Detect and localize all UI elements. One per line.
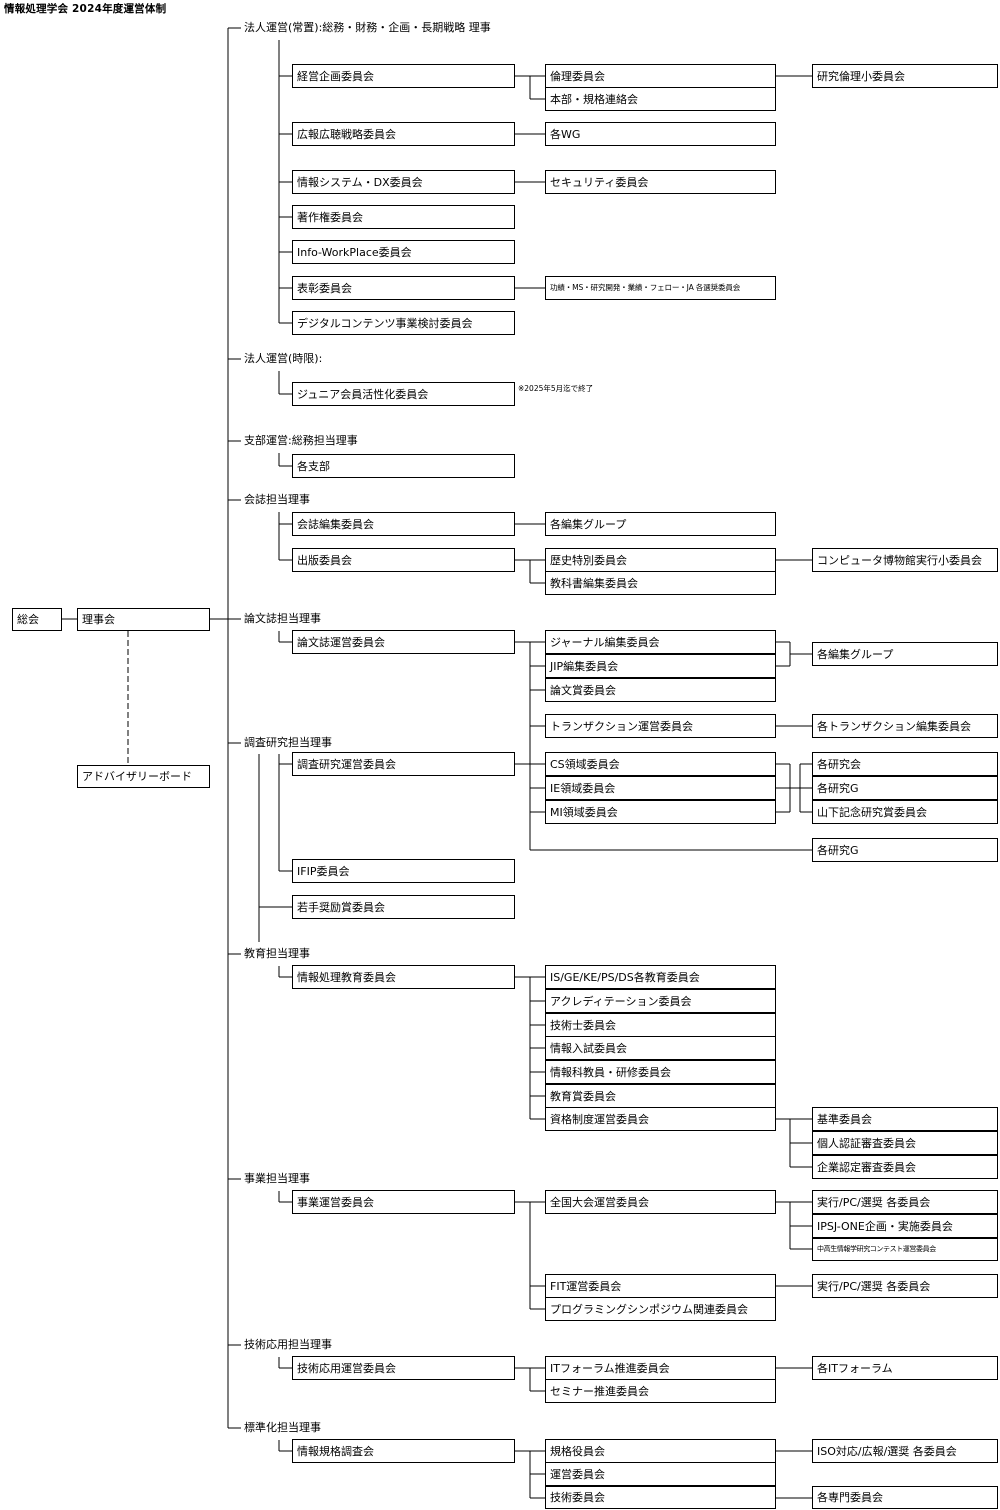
node-gijutsu-unei: 技術応用運営委員会 [292,1356,515,1380]
node-unei-iin: 運営委員会 [545,1462,776,1486]
node-it-forum: ITフォーラム推進委員会 [545,1356,776,1380]
node-koho: 広報広聴戦略委員会 [292,122,515,146]
section-tech-application: 技術応用担当理事 [244,1338,332,1351]
node-programming: プログラミングシンポジウム関連委員会 [545,1297,776,1321]
node-fit: FIT運営委員会 [545,1274,776,1298]
node-ipsj-one: IPSJ-ONE企画・実施委員会 [812,1214,998,1238]
node-kenkyu-rinri: 研究倫理小委員会 [812,64,998,88]
node-advisory-board: アドバイザリーボード [77,765,210,788]
node-zenkoku: 全国大会運営委員会 [545,1190,776,1214]
node-infosys: 情報システム・DX委員会 [292,170,515,194]
node-kijun: 基準委員会 [812,1107,998,1131]
section-education: 教育担当理事 [244,947,310,960]
node-yamashita: 山下記念研究賞委員会 [812,800,998,824]
node-wg: 各WG [545,122,776,146]
section-business: 事業担当理事 [244,1172,310,1185]
node-chukosei: 中高生情報学研究コンテスト運営委員会 [812,1238,998,1261]
node-digital: デジタルコンテンツ事業検討委員会 [292,311,515,335]
node-transaction-each: 各トランザクション編集委員会 [812,714,998,738]
node-honbu: 本部・規格連絡会 [545,87,776,111]
node-computer-museum: コンピュータ博物館実行小委員会 [812,548,998,572]
node-rekishi: 歴史特別委員会 [545,548,776,572]
node-junior: ジュニア会員活性化委員会 [292,382,515,406]
node-kyoin: 情報科教員・研修委員会 [545,1060,776,1084]
node-general-assembly: 総会 [12,608,62,631]
node-kyoikusho: 教育賞委員会 [545,1084,776,1108]
page-title: 情報処理学会 2024年度運営体制 [4,3,167,15]
node-ie: IE領域委員会 [545,776,776,800]
node-kyoiku-unei: 情報処理教育委員会 [292,965,515,989]
node-kaishi-group: 各編集グループ [545,512,776,536]
node-hyosho-sub: 功績・MS・研究開発・業績・フェロー・JA 各選奨委員会 [545,276,776,300]
node-is-ge: IS/GE/KE/PS/DS各教育委員会 [545,965,776,989]
node-senmon: 各専門委員会 [812,1486,998,1509]
node-iso: ISO対応/広報/選奨 各委員会 [812,1439,998,1463]
node-accreditation: アクレディテーション委員会 [545,989,776,1013]
node-board: 理事会 [77,608,210,631]
node-zenkoku-sub: 実行/PC/選奨 各委員会 [812,1190,998,1214]
node-jigyo-unei: 事業運営委員会 [292,1190,515,1214]
node-shuppan: 出版委員会 [292,548,515,572]
node-gijutsu-iin: 技術委員会 [545,1486,776,1509]
section-standardization: 標準化担当理事 [244,1421,321,1434]
node-rinri: 倫理委員会 [545,64,776,88]
node-kenkyu-g: 各研究G [812,776,998,800]
node-kenkyukai: 各研究会 [812,752,998,776]
node-kyokasho: 教科書編集委員会 [545,571,776,595]
node-kojin-ninsho: 個人認証審査委員会 [812,1131,998,1155]
section-corp-temp: 法人運営(時限): [244,352,323,365]
node-wakate: 若手奨励賞委員会 [292,895,515,919]
node-shikaku: 資格制度運営委員会 [545,1107,776,1131]
node-seminar: セミナー推進委員会 [545,1379,776,1403]
node-ifip: IFIP委員会 [292,859,515,883]
node-jip: JIP編集委員会 [545,654,776,678]
node-ronbun-group: 各編集グループ [812,642,998,666]
node-hyosho: 表彰委員会 [292,276,515,300]
section-journal: 論文誌担当理事 [244,612,321,625]
node-mi: MI領域委員会 [545,800,776,824]
node-it-forum-each: 各ITフォーラム [812,1356,998,1380]
node-transaction: トランザクション運営委員会 [545,714,776,738]
node-kikaku-yakuin: 規格役員会 [545,1439,776,1463]
node-chosakuken: 著作権委員会 [292,205,515,229]
node-kenkyu-g-2: 各研究G [812,838,998,862]
node-kigyo-nintei: 企業認定審査委員会 [812,1155,998,1179]
node-cs: CS領域委員会 [545,752,776,776]
node-infowork: Info-WorkPlace委員会 [292,240,515,264]
section-magazine: 会誌担当理事 [244,493,310,506]
node-chosa-unei: 調査研究運営委員会 [292,752,515,776]
node-keiei: 経営企画委員会 [292,64,515,88]
node-shibu: 各支部 [292,454,515,478]
node-ronbunsho: 論文賞委員会 [545,678,776,702]
node-nyushi: 情報入試委員会 [545,1036,776,1060]
node-fit-sub: 実行/PC/選奨 各委員会 [812,1274,998,1298]
node-ronbun-unei: 論文誌運営委員会 [292,630,515,654]
section-research: 調査研究担当理事 [244,736,332,749]
junior-note: ※2025年5月迄で終了 [518,384,594,393]
node-gijutsushi: 技術士委員会 [545,1013,776,1037]
node-kaishi-henshu: 会誌編集委員会 [292,512,515,536]
node-kikaku-chosa: 情報規格調査会 [292,1439,515,1463]
section-corp-permanent: 法人運営(常置):総務・財務・企画・長期戦略 理事 [244,21,491,34]
section-branch: 支部運営:総務担当理事 [244,434,358,447]
node-security: セキュリティ委員会 [545,170,776,194]
node-journal-henshu: ジャーナル編集委員会 [545,630,776,654]
